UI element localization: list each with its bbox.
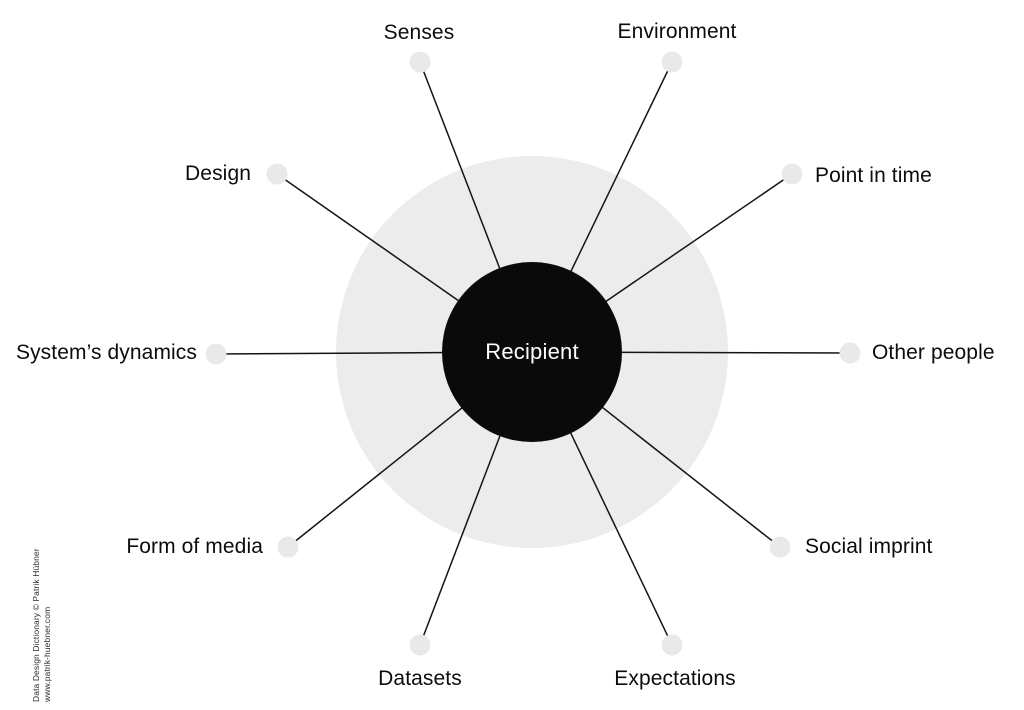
credit-caption: Data Design Dictionary © Patrik Hübner w… [31,548,53,702]
spoke-dot-point-in-time [781,163,803,185]
spoke-label-environment: Environment [617,20,737,43]
spoke-label-datasets: Datasets [378,667,462,690]
spoke-dot-design [266,163,288,185]
spoke-label-senses: Senses [383,21,455,44]
credit-line-1: Data Design Dictionary © Patrik Hübner [31,548,41,702]
spoke-dot-environment [661,51,683,73]
spoke-label-other-people: Other people [872,341,995,364]
center-node-label: Recipient [485,339,579,364]
credit-line-2: www.patrik-huebner.com [42,606,52,702]
spoke-label-form-of-media: Form of media [126,535,263,558]
spoke-dot-social-imprint [769,536,791,558]
spoke-label-design: Design [185,162,251,185]
spoke-dot-other-people [839,342,861,364]
spoke-label-expectations: Expectations [614,667,736,690]
spoke-dots [205,51,861,656]
spoke-dot-expectations [661,634,683,656]
spoke-dot-senses [409,51,431,73]
spoke-dot-systems-dynamics [205,343,227,365]
spoke-label-social-imprint: Social imprint [805,535,933,558]
spoke-label-point-in-time: Point in time [815,164,932,187]
spoke-dot-datasets [409,634,431,656]
spoke-label-systems-dynamics: System’s dynamics [15,341,197,364]
center-node [442,262,622,442]
spoke-dot-form-of-media [277,536,299,558]
